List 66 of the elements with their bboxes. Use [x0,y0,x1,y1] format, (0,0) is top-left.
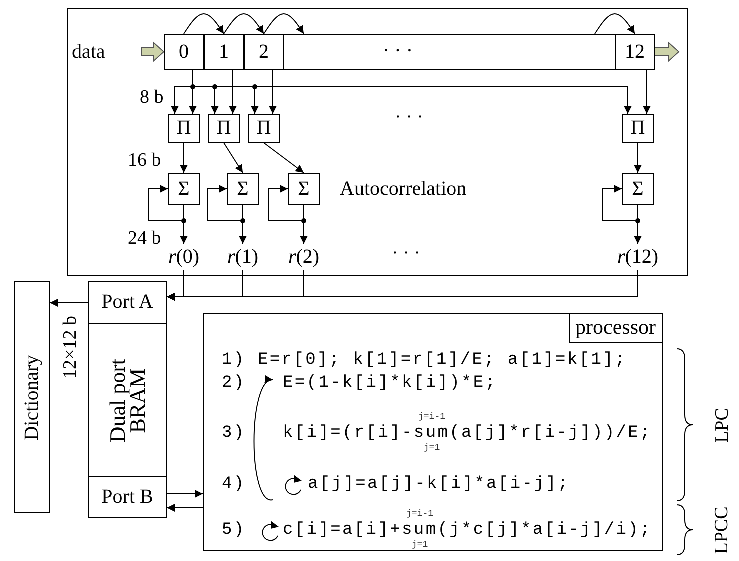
output-label: r(12) [606,244,670,270]
arrow [50,299,88,307]
processor-panel [203,313,663,551]
arrow [634,142,642,174]
block-title: Dictionary [22,355,41,441]
code-line: k[i]=(r[i]-sum(a[j]*r[i-j]))/E; [283,425,652,442]
sum-limit: j=1 [412,541,428,550]
multiplier-box: Π [248,114,280,143]
arrow [643,70,651,114]
multiplier-box: Π [168,114,200,143]
adder-box: Σ [622,173,654,205]
autocorrelation-frame [67,8,688,276]
block-title: Autocorrelation [340,179,467,199]
arrow [208,185,244,222]
sum-limit: j=i-1 [418,413,446,422]
output-label: r(2) [278,244,330,270]
arrow [602,185,638,222]
block-arrow [654,42,680,62]
adder-box: Σ [168,173,200,205]
arrow [224,142,244,174]
code-line: E=(1-k[i]*k[i])*E; [283,375,498,392]
memory-block [88,281,167,518]
adder-box: Σ [227,173,259,205]
dictionary-block [14,281,50,513]
arrow [166,270,638,301]
code-line: a[j]=a[j]-k[i]*a[i-j]; [308,476,570,493]
input-label: data [72,38,142,66]
arrow [268,185,304,222]
arrow [264,142,304,174]
line-number: 3) [222,425,246,442]
arrow [180,142,188,174]
shift-arrow [184,14,224,34]
code-line: E=r[0]; k[1]=r[1]/E; a[1]=k[1]; [258,352,627,369]
shift-arrow [224,14,264,34]
ellipsis-text: · · · [395,108,424,127]
ellipsis-text: · · · [383,41,413,61]
arrow [166,504,204,512]
shift-register [164,34,655,70]
line-number: 2) [222,375,246,392]
output-label: r(1) [217,244,269,270]
line-number: 4) [222,476,246,493]
code-line: c[i]=a[i]+sum(j*c[j]*a[i-j]/i); [283,522,652,539]
register-cell: 1 [204,34,244,70]
block-arrow [142,42,165,62]
line-number: 5) [222,522,246,539]
register-cell: 2 [244,34,284,70]
arrow [166,490,204,498]
multiplier-box: Π [622,114,654,143]
section-label: LPC [712,408,732,442]
line-number: 1) [222,352,246,369]
bit-width-label: 8 b [140,88,164,107]
section-label: LPCC [712,506,732,554]
bit-width-label: 12×12 b [60,316,80,378]
arrow [269,70,277,114]
sum-limit: j=1 [424,444,440,453]
multiplier-box: Π [208,114,240,143]
sum-limit: j=i-1 [406,510,434,519]
shift-arrow [594,14,636,34]
ellipsis-text: · · · [392,244,420,263]
block-title: Dual port BRAM [108,358,148,445]
arrow [229,70,237,114]
adder-box: Σ [288,173,320,205]
panel-title: processor [568,313,663,343]
shift-arrow [264,14,304,34]
bit-width-label: 16 b [128,151,162,170]
arrow [148,185,184,222]
